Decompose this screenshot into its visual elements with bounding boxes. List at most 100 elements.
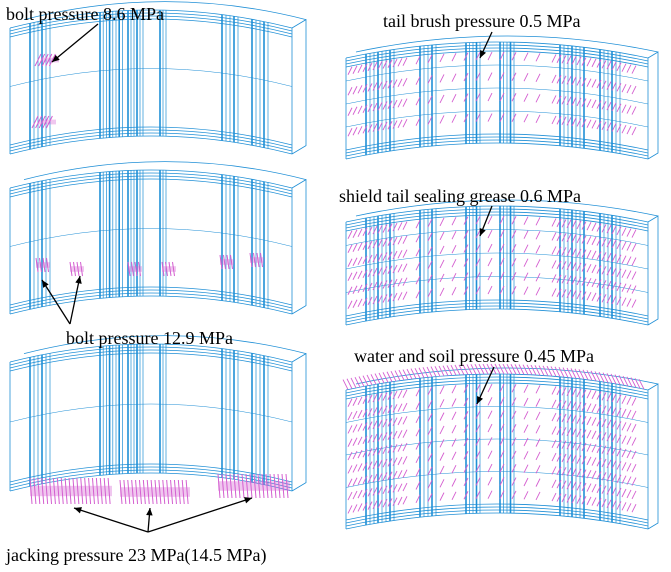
load-arrow [377, 473, 383, 482]
load-arrow [551, 260, 557, 269]
load-arrow [427, 54, 433, 64]
load-arrow [611, 407, 617, 416]
load-arrow [616, 296, 622, 305]
mesh-arc [345, 208, 649, 226]
load-arrow [427, 440, 433, 449]
load-arrow [596, 100, 602, 109]
load-arrow [427, 260, 433, 270]
load-arrow [415, 441, 421, 450]
load-arrow [487, 463, 493, 473]
load-arrow [631, 464, 637, 473]
load-arrow [382, 80, 388, 90]
load-arrow [397, 278, 403, 287]
load-arrow [611, 473, 617, 483]
mesh-arc [345, 41, 649, 59]
load-arrow [556, 466, 562, 476]
load-arrow [581, 77, 587, 87]
load-arrow [576, 290, 582, 300]
load-arrow [382, 252, 388, 261]
load-arrow [556, 75, 562, 84]
load-arrow [377, 459, 383, 469]
mesh-arc [345, 211, 649, 229]
label-shield-tail-grease: shield tail sealing grease 0.6 MPa [339, 186, 581, 206]
annotation-arrows [41, 23, 495, 533]
load-arrow [402, 389, 408, 398]
load-arrow [626, 284, 632, 293]
load-arrow [556, 232, 562, 242]
load-arrow [352, 424, 358, 433]
label-tail-brush: tail brush pressure 0.5 MPa [383, 11, 580, 31]
load-arrow [397, 78, 403, 88]
load-arrow [377, 225, 383, 234]
load-arrow [626, 256, 632, 265]
load-arrow [591, 404, 597, 413]
load-arrow [591, 236, 597, 246]
load-arrow [372, 295, 378, 305]
load-arrow [154, 479, 158, 505]
load-arrow [631, 243, 637, 252]
load-arrow [357, 298, 363, 307]
load-band [38, 119, 56, 125]
load-arrow [475, 450, 481, 460]
load-arrow [581, 249, 587, 258]
mesh-arc [355, 35, 659, 53]
load-arrow [556, 453, 562, 462]
load-arrow [402, 469, 408, 478]
load-arrow [611, 433, 617, 443]
mesh-arc [23, 161, 307, 180]
load-arrow [367, 282, 373, 292]
load-arrow [523, 72, 529, 82]
load-arrow [616, 461, 622, 470]
load-arrow [511, 286, 517, 295]
mesh-arc [345, 142, 649, 160]
arrowhead [75, 276, 82, 284]
load-arrow [265, 473, 269, 499]
load-arrow [556, 274, 562, 284]
load-arrow [487, 257, 493, 267]
load-band [70, 266, 84, 272]
load-arrow [357, 270, 363, 279]
load-arrow [551, 246, 557, 255]
load-arrow [571, 56, 577, 65]
load-arrow [535, 478, 541, 487]
load-band [218, 481, 290, 491]
load-arrow [397, 222, 403, 231]
load-arrow [221, 473, 225, 499]
load-arrow [45, 115, 53, 129]
label-bolt-pressure-top: bolt pressure 8.6 MPa [6, 4, 164, 24]
load-arrow [451, 114, 457, 123]
load-arrow [571, 388, 577, 397]
load-arrow [535, 411, 541, 421]
load-arrow [551, 274, 557, 283]
load-arrow [535, 491, 541, 501]
load-arrow [352, 127, 358, 136]
load-arrow [556, 246, 562, 256]
load-arrow [362, 375, 369, 386]
mesh-ring [345, 110, 649, 128]
load-arrow [367, 103, 373, 113]
arrowhead [52, 54, 60, 62]
load-arrow [372, 460, 378, 469]
load-arrow [591, 457, 597, 466]
load-arrow [347, 411, 353, 421]
load-arrow [591, 444, 597, 453]
load-arrow [631, 65, 637, 74]
load-arrow [372, 473, 378, 483]
load-arrow [451, 478, 457, 487]
mesh-arc [355, 199, 659, 217]
load-arrows [161, 261, 176, 277]
load-arrow [377, 281, 383, 290]
mesh-arc [9, 135, 293, 155]
load-arrow [46, 257, 49, 273]
load-arrow [451, 464, 457, 474]
arrowhead [477, 396, 484, 404]
load-arrow [362, 435, 368, 445]
load-arrow [377, 267, 383, 276]
load-arrow [601, 266, 607, 275]
load-arrow [611, 253, 617, 263]
load-arrow [596, 431, 602, 440]
leader-line [69, 275, 81, 325]
load-arrow [621, 124, 627, 134]
load-arrow [571, 401, 577, 410]
load-arrow [566, 219, 572, 229]
